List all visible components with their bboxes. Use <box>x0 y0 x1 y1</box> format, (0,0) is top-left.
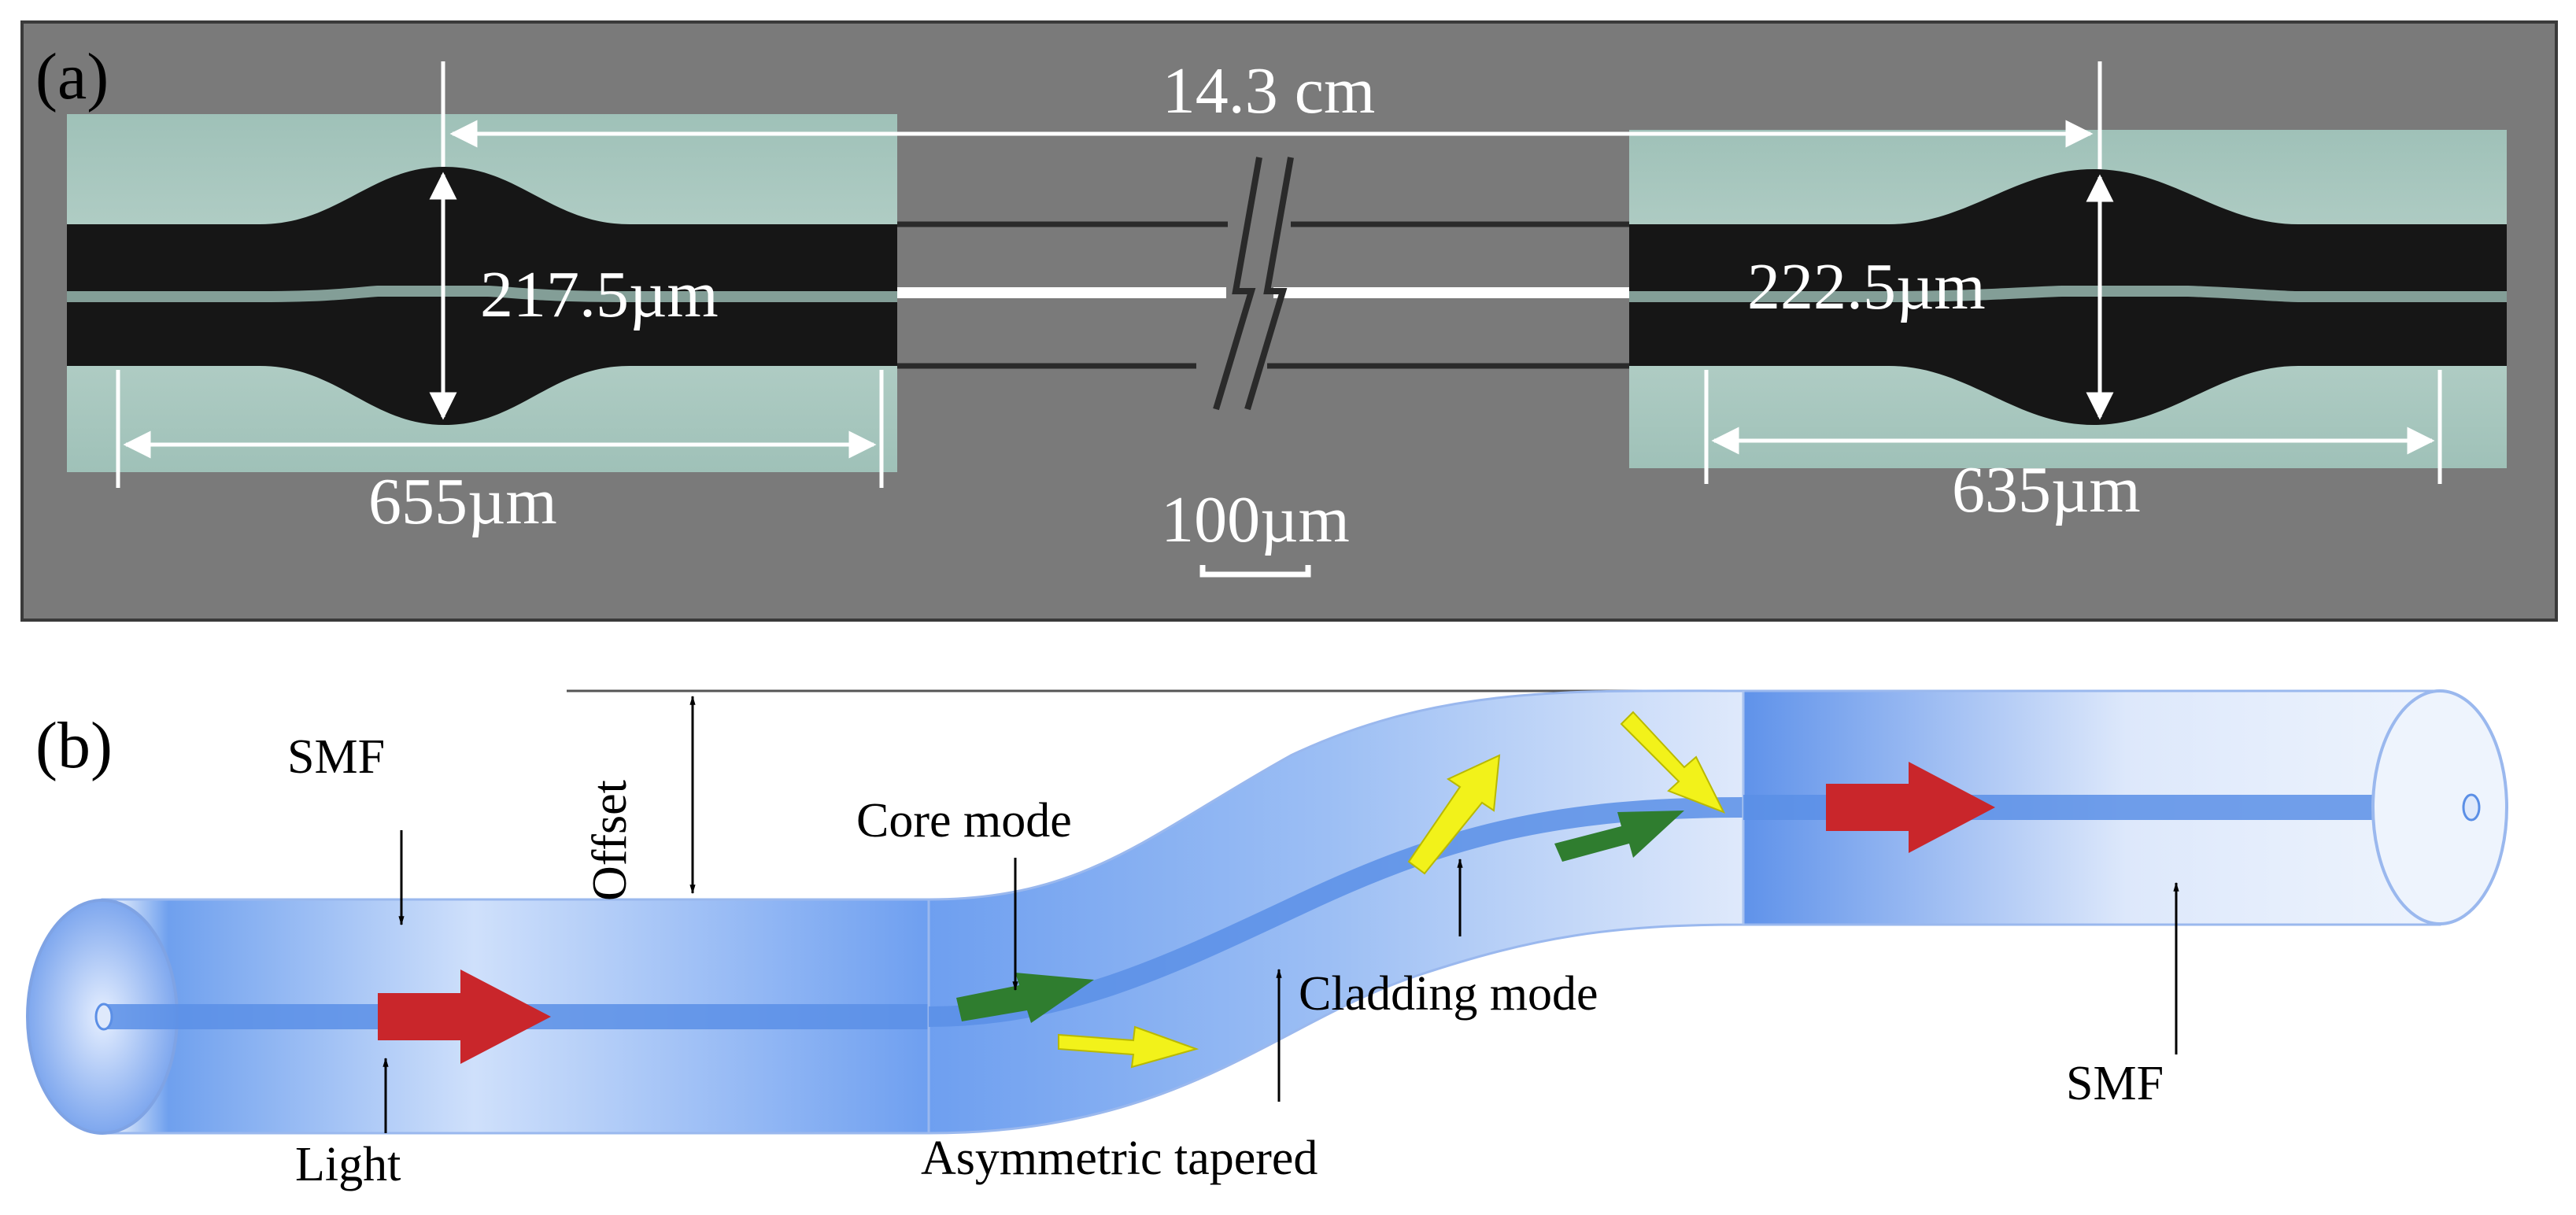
left-micrograph <box>67 114 897 472</box>
core-mode-label: Core mode <box>856 794 1072 848</box>
asymmetric-tapered-section <box>927 689 1745 1135</box>
right-micrograph <box>1629 130 2507 468</box>
dimension-lines <box>116 61 2442 578</box>
right-fiber-end-face <box>2371 689 2508 925</box>
fiber-schematic-break <box>897 157 1629 411</box>
cladding-mode-label: Cladding mode <box>1299 967 1598 1021</box>
output-light-arrow <box>1826 762 1995 853</box>
asymmetric-tapered-label: Asymmetric tapered <box>921 1132 1318 1185</box>
total-length-label: 14.3 cm <box>1162 54 1376 127</box>
label-pointers <box>383 695 2179 1133</box>
left-diameter-label: 217.5µm <box>480 258 719 331</box>
panel-a: (a) 14.3 cm 217.5µm 222.5µm 655µm 635µm … <box>20 20 2558 622</box>
smf-left-label: SMF <box>287 730 385 784</box>
right-taper-length-label: 635µm <box>1952 453 2141 526</box>
scale-bar <box>1199 565 1311 578</box>
panel-b-label: (b) <box>35 709 113 782</box>
offset-label: Offset <box>583 780 637 901</box>
right-fiber-taper <box>1629 169 2507 425</box>
input-light-arrow <box>378 969 551 1064</box>
right-diameter-label: 222.5µm <box>1747 250 1986 323</box>
right-core <box>1629 286 2507 302</box>
panel-b: (b) <box>26 689 2508 1191</box>
smf-right-label: SMF <box>2066 1057 2164 1110</box>
panel-a-label: (a) <box>35 40 109 113</box>
right-smf <box>1742 689 2508 926</box>
core-mode-arrows <box>956 811 1684 1023</box>
left-taper-length-label: 655µm <box>368 465 557 538</box>
light-label: Light <box>295 1138 401 1191</box>
scale-bar-label: 100µm <box>1161 483 1350 556</box>
left-core <box>67 286 897 302</box>
light-arrows <box>378 762 1995 1064</box>
cladding-mode-arrows <box>1058 711 1726 1069</box>
